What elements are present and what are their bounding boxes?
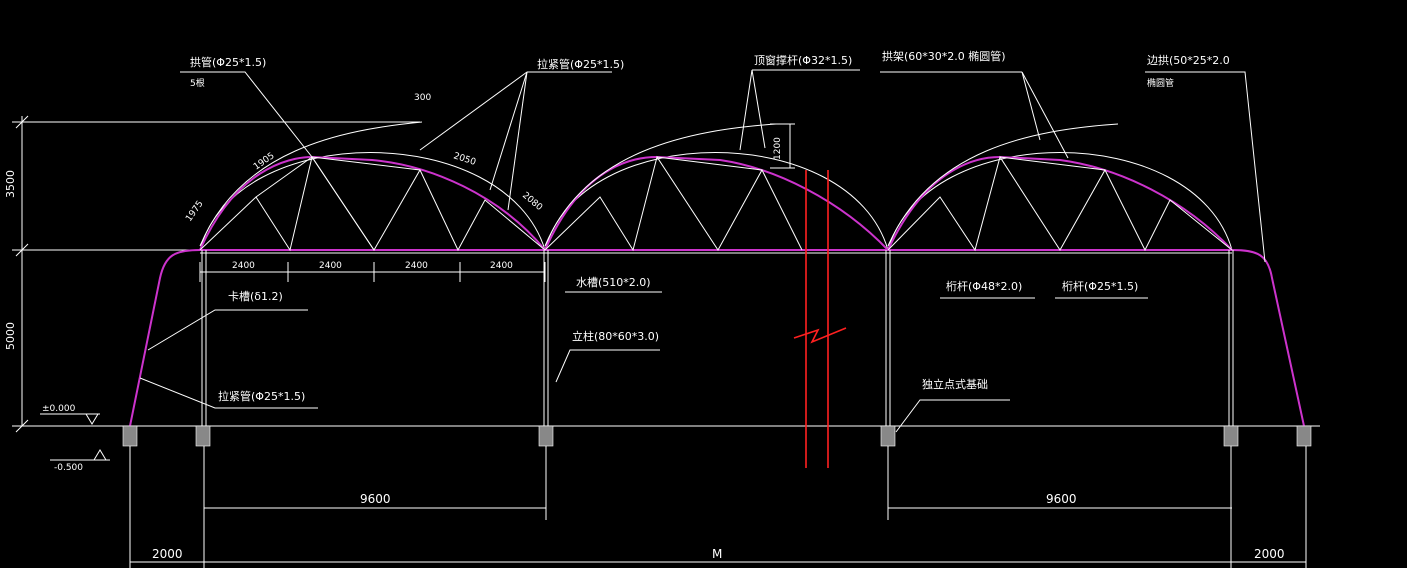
- dim-total: M: [712, 547, 722, 561]
- label-side-frame: 边拱(50*25*2.0: [1147, 53, 1230, 67]
- label-top-arch-pipe-note: 5根: [190, 77, 205, 89]
- label-tension-pipe: 拉紧管(Φ25*1.5): [537, 57, 624, 71]
- label-truss-web: 桁杆(Φ25*1.5): [1062, 279, 1138, 293]
- dim-seg-2: 2400: [319, 261, 342, 271]
- label-bracing: 卡槽(δ1.2): [228, 290, 283, 303]
- left-side-wall: [129, 249, 201, 427]
- label-column: 立柱(80*60*3.0): [572, 329, 659, 343]
- horizontal-dimensions: [129, 262, 1307, 568]
- dim-arc-1: 1975: [184, 199, 205, 223]
- dim-seg-1: 2400: [232, 261, 255, 271]
- label-side-pipe: 拉紧管(Φ25*1.5): [218, 389, 305, 403]
- dim-seg-3: 2400: [405, 261, 428, 271]
- dim-seg-4: 2400: [490, 261, 513, 271]
- label-gutter: 水槽(510*2.0): [576, 276, 651, 289]
- truss-web-members: [199, 155, 1233, 252]
- dim-vent-height: 1200: [773, 137, 783, 160]
- leader-lines: [139, 69, 1266, 433]
- break-mark: [793, 170, 847, 468]
- dim-edge-right: 2000: [1254, 547, 1285, 561]
- dim-arc-3: 2050: [452, 151, 477, 168]
- elev-zero: ±0.000: [42, 404, 76, 414]
- vertical-dimensions: [15, 115, 795, 433]
- columns: [201, 250, 1234, 426]
- label-foundation: 独立点式基础: [922, 377, 988, 391]
- dim-edge-left: 2000: [152, 547, 183, 561]
- dim-arc-2: 1905: [252, 151, 276, 172]
- elev-base: -0.500: [54, 463, 83, 473]
- dimension-texts: 300 1975 1905 2050 2080 1200 3500 5000 ±…: [4, 93, 1285, 561]
- dim-height-wall: 5000: [4, 322, 17, 350]
- label-skylight-frame: 拱架(60*30*2.0 椭圆管): [882, 49, 1006, 63]
- right-side-wall: [1231, 249, 1305, 427]
- label-vent-strut: 顶窗撑杆(Φ32*1.5): [754, 53, 852, 67]
- truss-bottom-chord: [200, 249, 1232, 254]
- dim-span-left: 9600: [360, 492, 391, 506]
- dim-arc-4: 2080: [520, 191, 544, 214]
- ground-lines: [12, 121, 1320, 427]
- footings: [122, 425, 1312, 447]
- component-labels: 拱管(Φ25*1.5) 5根 拉紧管(Φ25*1.5) 顶窗撑杆(Φ32*1.5…: [190, 49, 1230, 403]
- dim-height-roof: 3500: [4, 170, 17, 198]
- dim-span-right: 9600: [1046, 492, 1077, 506]
- label-truss-top: 桁杆(Φ48*2.0): [946, 279, 1022, 293]
- dim-vent-open: 300: [414, 93, 431, 103]
- elevation-markers: [40, 413, 110, 461]
- roof-arches: [199, 121, 1233, 251]
- label-top-arch-pipe: 拱管(Φ25*1.5): [190, 55, 266, 69]
- label-side-frame-note: 椭圆管: [1147, 77, 1174, 89]
